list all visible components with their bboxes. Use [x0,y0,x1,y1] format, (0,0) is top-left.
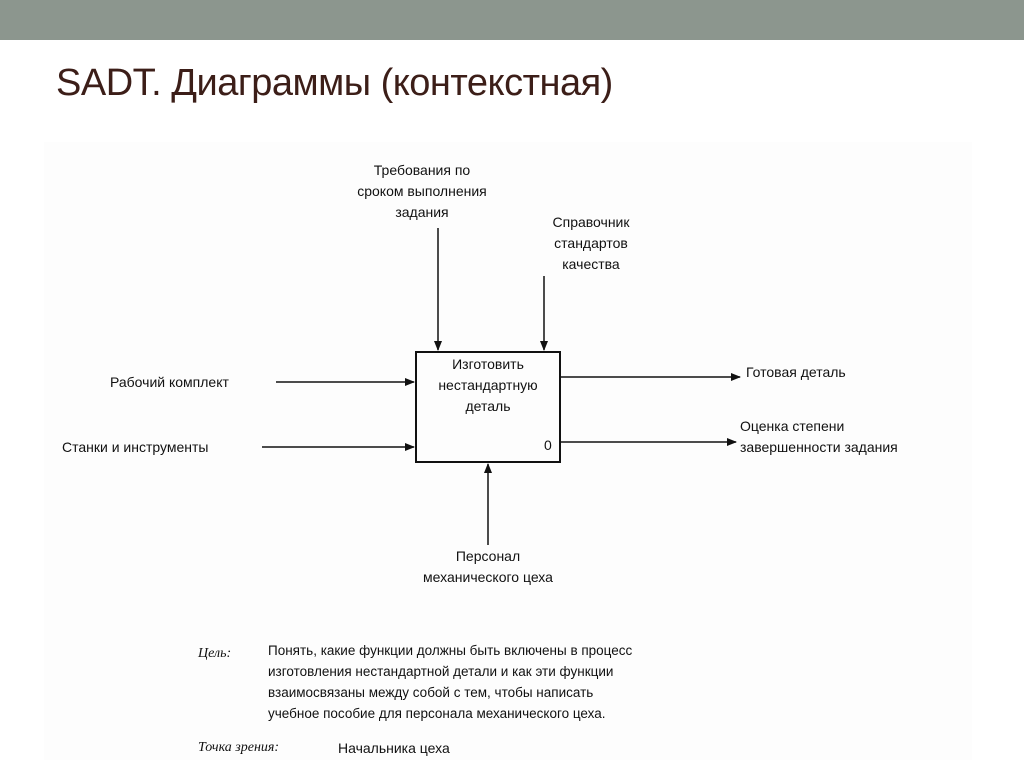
function-box-number: 0 [544,437,552,453]
viewpoint-value: Начальника цеха [338,740,450,756]
viewpoint-label: Точка зрения: [198,740,280,755]
top-bar [0,0,1024,40]
mechanism-label: Персонал механического цеха [423,548,553,585]
slide-title: SADT. Диаграммы (контекстная) [56,62,613,104]
control-label-2: Справочник стандартов качества [552,214,630,272]
function-box [415,351,561,463]
diagram-background [44,142,972,760]
purpose-label: Цель: [198,646,232,661]
input-label-2: Станки и инструменты [62,439,209,455]
control-label-1: Требования по сроком выполнения задания [357,162,487,220]
output-label-1: Готовая деталь [746,364,846,380]
function-box-label: Изготовить нестандартную деталь [438,356,538,414]
output-label-2: Оценка степени завершенности задания [740,418,898,455]
purpose-text: Понять, какие функции должны быть включе… [268,643,633,721]
input-label-1: Рабочий комплект [110,374,229,390]
